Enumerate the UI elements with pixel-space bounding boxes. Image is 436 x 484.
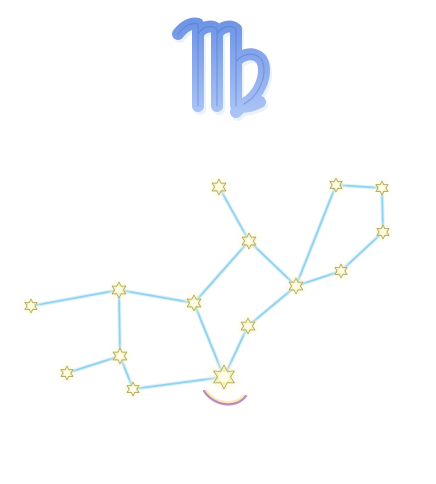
star-core <box>218 371 230 383</box>
star-core <box>245 237 253 245</box>
star-core <box>190 299 198 307</box>
star-core <box>129 385 137 393</box>
star-icon <box>107 343 133 369</box>
star-core <box>244 322 252 330</box>
constellation-line-s1-s2 <box>30 289 120 307</box>
constellation-lines <box>29 183 385 391</box>
star-icon <box>235 313 261 339</box>
virgo-symbol-icon <box>172 17 272 121</box>
constellation-line-s6-s9 <box>193 240 250 304</box>
star-icon <box>181 290 207 316</box>
star-core <box>332 181 340 189</box>
star-core <box>337 267 345 275</box>
constellation-line-s11-s15 <box>295 184 337 287</box>
crescent-moon-icon <box>202 389 248 406</box>
star-core <box>378 184 386 192</box>
star-core <box>27 302 35 310</box>
star-icon <box>283 273 309 299</box>
star-icon <box>371 220 395 244</box>
moon-crescent <box>202 389 248 406</box>
star-core <box>292 282 300 290</box>
star-icon <box>206 174 232 200</box>
star-icon <box>204 357 244 397</box>
star-core <box>115 286 123 294</box>
star-icon <box>19 294 43 318</box>
star-core <box>116 352 124 360</box>
virgo-symbol-outline <box>177 22 265 107</box>
star-icon <box>106 277 132 303</box>
star-icon <box>329 259 353 283</box>
star-icon <box>370 176 394 200</box>
star-core <box>379 228 387 236</box>
constellation-stars <box>19 173 395 401</box>
star-icon <box>324 173 348 197</box>
virgo-symbol-glyph <box>172 17 270 118</box>
star-core <box>215 183 223 191</box>
star-icon <box>121 377 145 401</box>
star-icon <box>236 228 262 254</box>
star-core <box>63 369 71 377</box>
star-icon <box>55 361 79 385</box>
